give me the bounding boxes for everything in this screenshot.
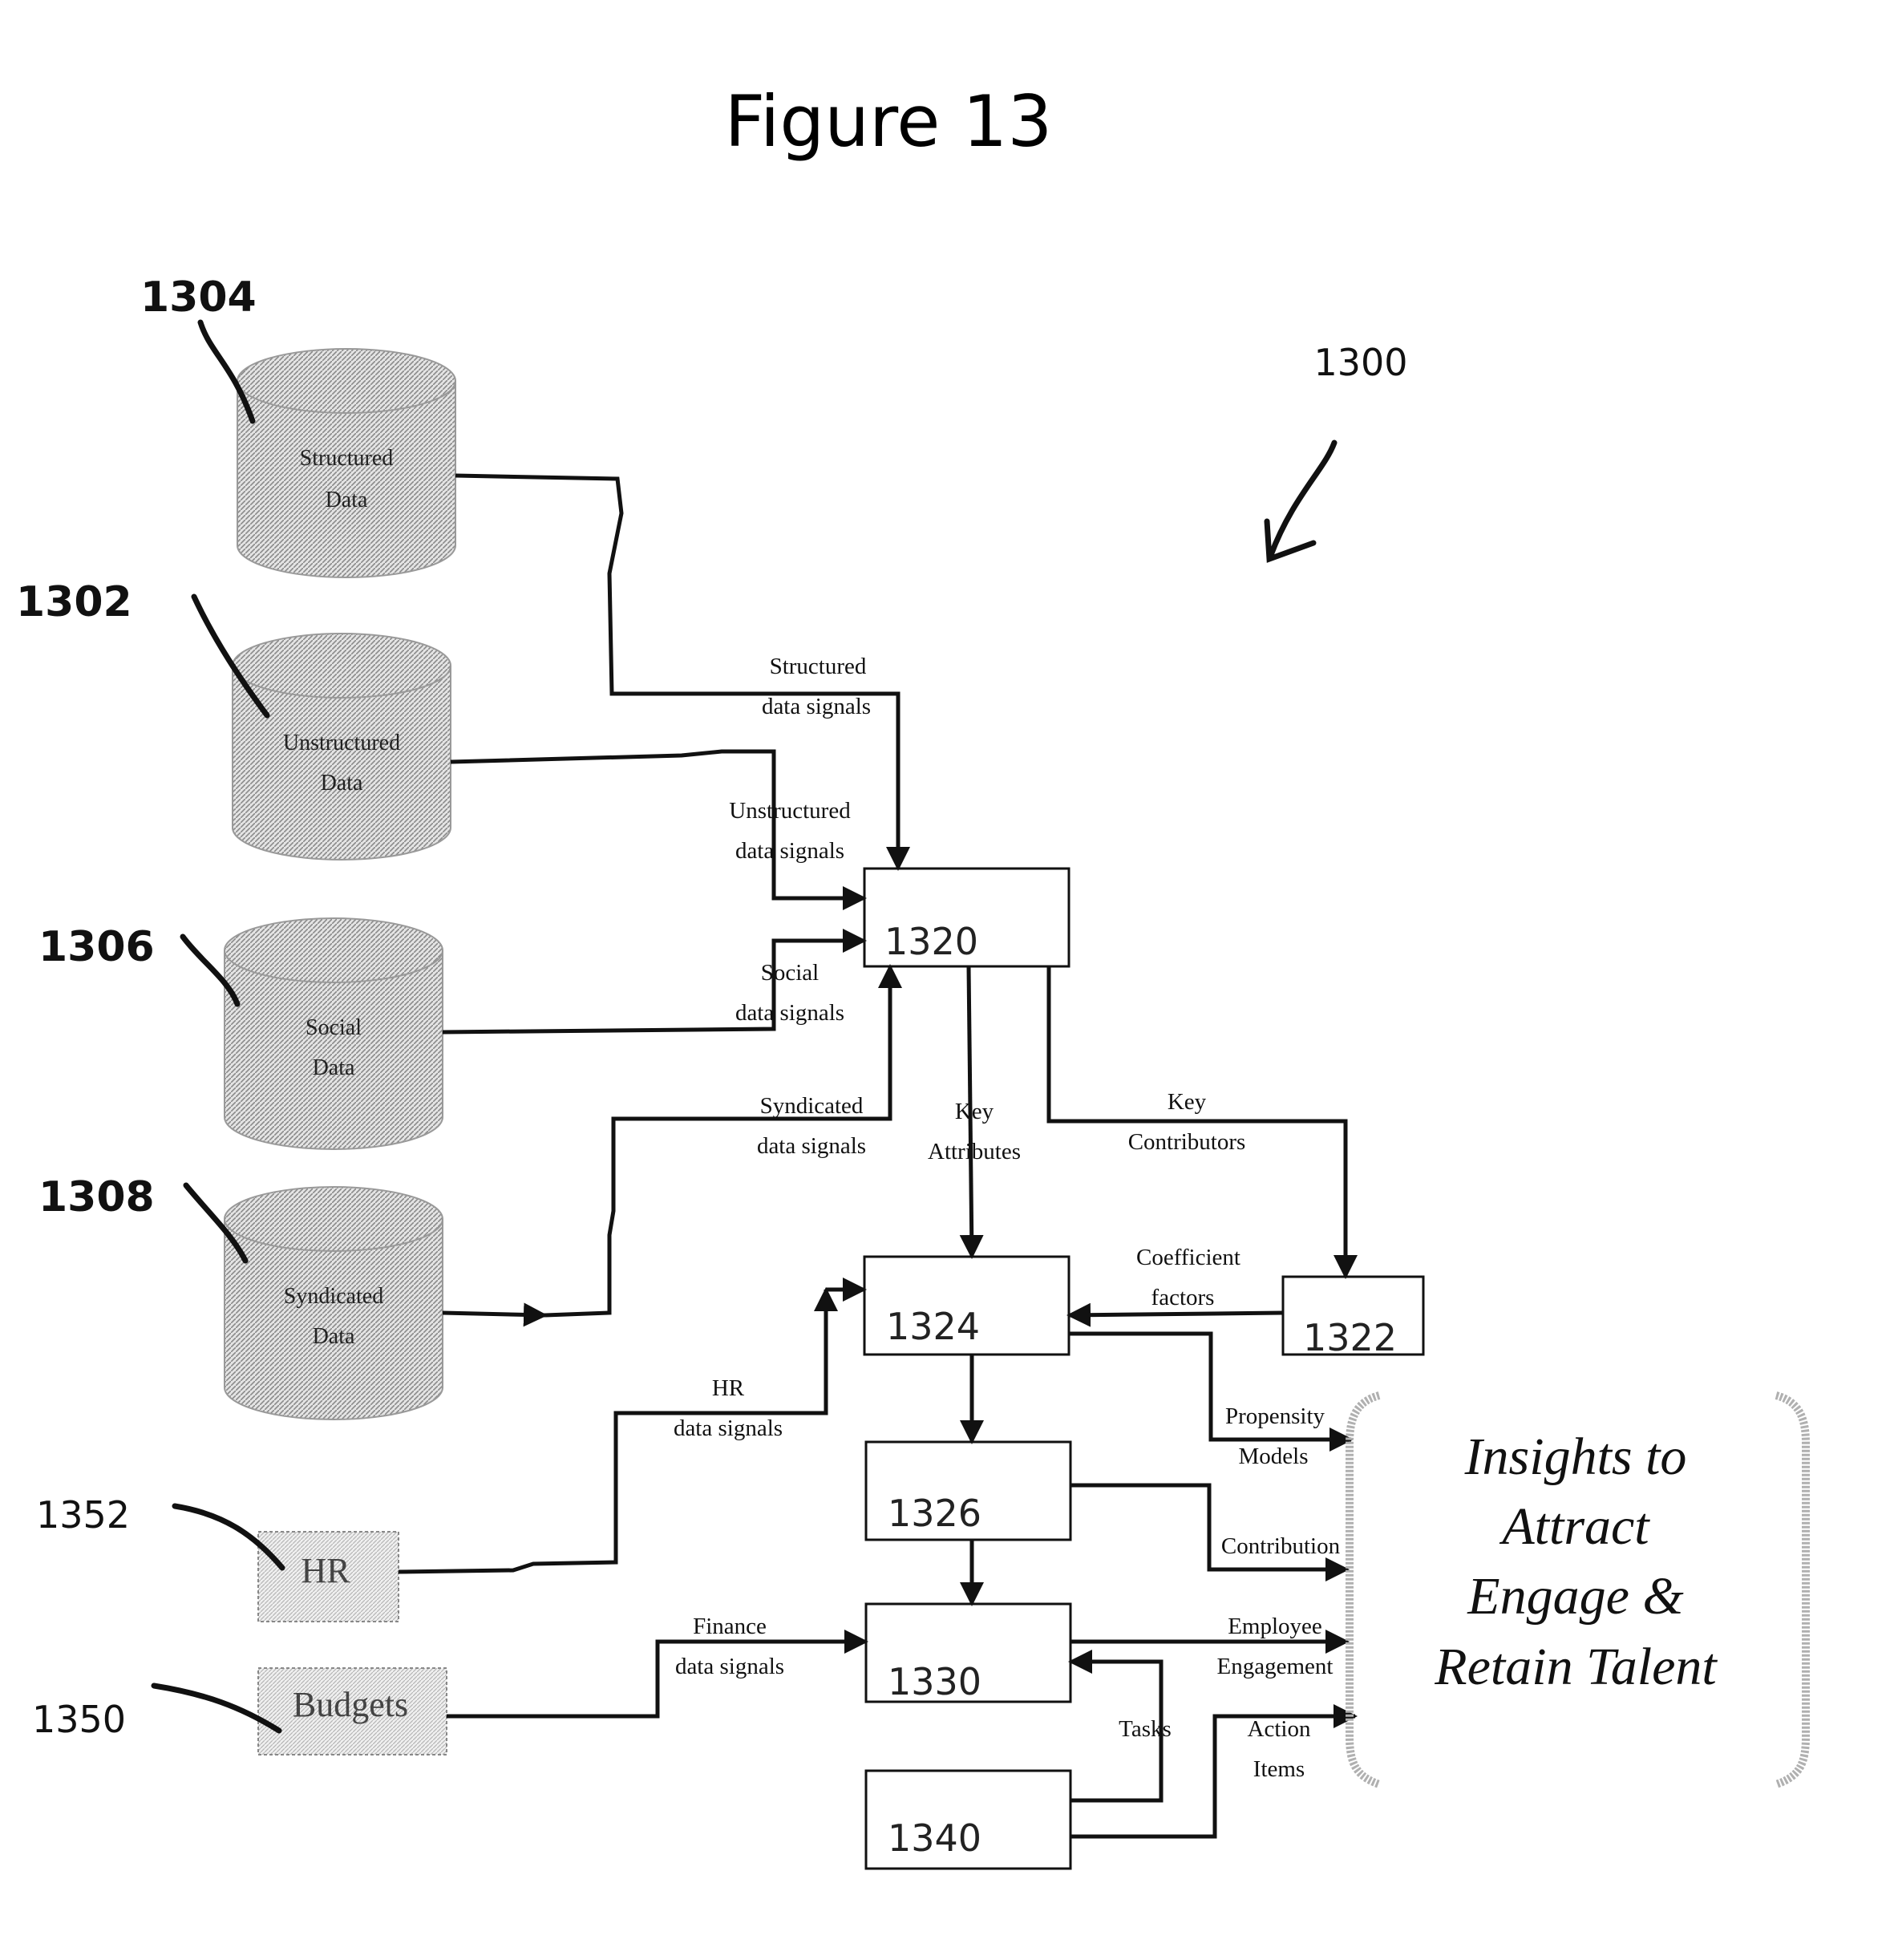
- label-employee-1: Employee: [1228, 1614, 1322, 1639]
- label-finance-2: data signals: [675, 1654, 784, 1679]
- store-social-label-1: Social: [306, 1015, 362, 1040]
- wire-coefficient: [1069, 1313, 1283, 1315]
- figure-title: Figure 13: [725, 80, 1053, 163]
- label-finance-1: Finance: [693, 1614, 767, 1639]
- box-1330-label: 1330: [888, 1660, 981, 1703]
- store-structured-label-1: Structured: [300, 446, 394, 471]
- label-tasks: Tasks: [1119, 1716, 1172, 1742]
- insights-line-3: Engage &: [1467, 1567, 1684, 1626]
- store-structured-data: Structured Data: [237, 349, 455, 577]
- box-1324-label: 1324: [886, 1305, 980, 1348]
- label-hr-1: HR: [712, 1375, 745, 1401]
- store-social-data: Social Data: [225, 918, 443, 1149]
- store-syndicated-data: Syndicated Data: [225, 1187, 443, 1419]
- ref-1302: 1302: [16, 578, 132, 626]
- label-coefficient-2: factors: [1151, 1285, 1215, 1310]
- source-budgets: Budgets: [258, 1668, 447, 1755]
- box-1320-label: 1320: [884, 920, 978, 963]
- ref-1306: 1306: [38, 923, 155, 971]
- source-hr-label: HR: [301, 1551, 350, 1590]
- ref-1304: 1304: [140, 273, 257, 322]
- label-syndicated-1: Syndicated: [760, 1093, 864, 1119]
- store-unstructured-label-1: Unstructured: [283, 731, 400, 755]
- label-coefficient-1: Coefficient: [1136, 1245, 1240, 1270]
- insights-left-bracket: [1350, 1395, 1379, 1784]
- label-unstructured-1: Unstructured: [729, 798, 851, 824]
- store-structured-label-2: Data: [326, 488, 368, 512]
- figure-ref-label: 1300: [1313, 341, 1407, 384]
- label-employee-2: Engagement: [1217, 1654, 1334, 1679]
- label-key-attributes-1: Key: [955, 1099, 994, 1124]
- ref-1350: 1350: [32, 1698, 126, 1741]
- label-propensity-2: Models: [1239, 1444, 1309, 1469]
- insights-line-2: Attract: [1499, 1497, 1650, 1556]
- ref-1308: 1308: [38, 1173, 155, 1221]
- label-action-2: Items: [1253, 1756, 1305, 1782]
- wire-key-contributors: [1049, 966, 1346, 1277]
- box-1326-label: 1326: [888, 1492, 981, 1535]
- label-key-contributors-1: Key: [1168, 1089, 1207, 1115]
- store-syndicated-label-2: Data: [313, 1324, 355, 1349]
- box-1340-label: 1340: [888, 1816, 981, 1860]
- insights-line-4: Retain Talent: [1434, 1638, 1718, 1696]
- source-budgets-label: Budgets: [293, 1685, 408, 1724]
- label-action-1: Action: [1248, 1716, 1311, 1742]
- wire-finance: [447, 1642, 866, 1716]
- label-social-1: Social: [761, 960, 820, 986]
- label-propensity-1: Propensity: [1225, 1403, 1325, 1429]
- label-structured-2: data signals: [762, 694, 871, 719]
- label-key-attributes-2: Attributes: [928, 1139, 1021, 1164]
- label-hr-2: data signals: [674, 1415, 783, 1441]
- store-social-label-2: Data: [313, 1055, 355, 1080]
- label-contribution: Contribution: [1221, 1533, 1341, 1559]
- wire-unstructured: [451, 751, 864, 898]
- box-1322-label: 1322: [1303, 1316, 1397, 1359]
- wire-action-items: [1070, 1716, 1355, 1836]
- label-social-2: data signals: [735, 1000, 844, 1026]
- label-syndicated-2: data signals: [757, 1133, 866, 1159]
- wire-syndicated-in: [443, 1313, 545, 1315]
- store-unstructured-label-2: Data: [321, 771, 363, 796]
- source-hr: HR: [258, 1532, 399, 1622]
- insights-right-bracket: [1776, 1395, 1806, 1784]
- store-unstructured-data: Unstructured Data: [233, 634, 451, 860]
- figure-ref-arrow: [1271, 443, 1334, 555]
- store-syndicated-label-1: Syndicated: [284, 1284, 383, 1309]
- ref-1352: 1352: [36, 1493, 130, 1537]
- label-key-contributors-2: Contributors: [1128, 1129, 1246, 1155]
- insights-line-1: Insights to: [1464, 1427, 1687, 1486]
- label-unstructured-2: data signals: [735, 838, 844, 864]
- label-structured-1: Structured: [770, 654, 867, 679]
